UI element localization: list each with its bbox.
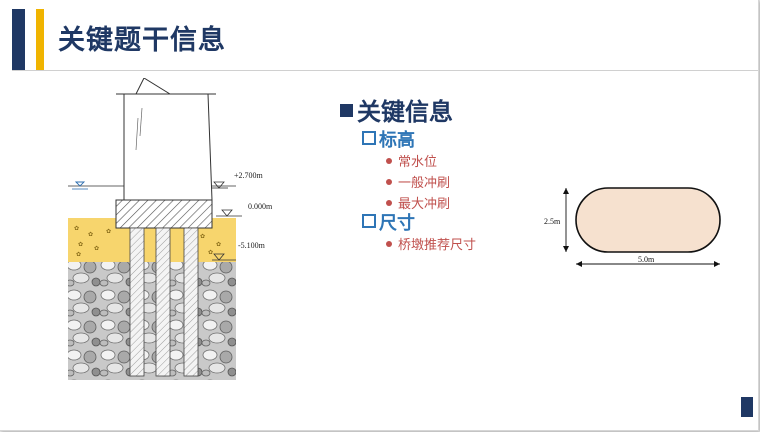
key-info-heading-text: 关键信息 — [357, 98, 453, 126]
bullet-dot-icon — [386, 158, 392, 164]
section-width-label: 5.0m — [638, 255, 655, 264]
svg-text:✿: ✿ — [208, 249, 213, 256]
list-item: 最大冲刷 — [386, 193, 450, 212]
svg-text:✿: ✿ — [74, 225, 79, 232]
list-item: 桥墩推荐尺寸 — [386, 234, 476, 253]
list-item-text: 最大冲刷 — [398, 197, 451, 212]
svg-text:✿: ✿ — [76, 251, 81, 258]
bullet-dot-icon — [386, 179, 392, 185]
title-divider — [12, 70, 758, 71]
list-item: 常水位 — [386, 151, 437, 170]
corner-marker — [741, 397, 753, 417]
svg-text:✿: ✿ — [88, 231, 93, 238]
pier-section-figure: 2.5m 5.0m — [544, 187, 721, 267]
key-info-heading: 关键信息 — [340, 92, 453, 127]
list-item-text: 常水位 — [398, 155, 438, 170]
elevation-label-scour: -5.100m — [238, 241, 266, 250]
section-height-label: 2.5m — [544, 217, 561, 226]
hollow-square-icon — [362, 214, 376, 228]
subheading-dimension: 尺寸 — [362, 209, 415, 235]
subheading-dimension-text: 尺寸 — [379, 213, 415, 234]
key-info-panel: 关键信息 标高 常水位 一般冲刷 最大冲刷 尺寸 桥墩推荐尺寸 — [340, 92, 560, 262]
list-item: 一般冲刷 — [386, 172, 450, 191]
title-accent-bar-navy — [12, 9, 25, 70]
svg-text:✿: ✿ — [200, 233, 205, 240]
subheading-elevation: 标高 — [362, 126, 415, 152]
square-bullet-icon — [340, 104, 353, 117]
svg-text:✿: ✿ — [216, 241, 221, 248]
svg-text:✿: ✿ — [94, 245, 99, 252]
list-item-text: 桥墩推荐尺寸 — [398, 238, 477, 253]
hollow-square-icon — [362, 131, 376, 145]
svg-text:✿: ✿ — [106, 228, 111, 235]
title-accent-bar-gold — [36, 9, 44, 70]
svg-text:✿: ✿ — [78, 241, 83, 248]
slide-title: 关键题干信息 — [58, 25, 226, 56]
bullet-dot-icon — [386, 200, 392, 206]
list-item-text: 一般冲刷 — [398, 176, 451, 191]
subheading-elevation-text: 标高 — [379, 130, 415, 151]
pier-foundation-figure: ✿✿✿ ✿✿✿ ✿✿✿ +2.700m 0.000m -5.100m — [68, 78, 273, 380]
bullet-dot-icon — [386, 241, 392, 247]
elevation-label-high-water: +2.700m — [234, 171, 264, 180]
elevation-label-ground: 0.000m — [248, 202, 273, 211]
